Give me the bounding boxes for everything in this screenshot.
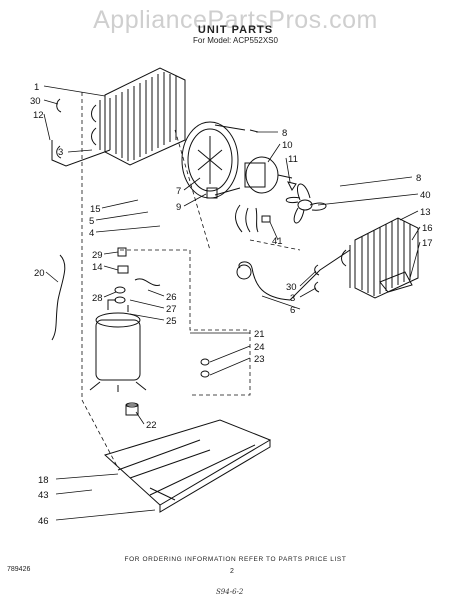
callout-11: 11 xyxy=(288,154,298,165)
callout-22: 22 xyxy=(146,420,157,431)
callout-labels: 1 30 12 3 15 5 4 20 29 14 28 26 27 25 21… xyxy=(30,82,433,527)
callout-26: 26 xyxy=(166,292,177,303)
watermark: AppliancePartsPros.com xyxy=(93,6,378,34)
callout-46: 46 xyxy=(38,516,49,527)
evaporator-coil xyxy=(91,67,186,166)
callout-27: 27 xyxy=(166,304,177,315)
callout-5: 5 xyxy=(89,216,94,227)
compressor xyxy=(89,299,147,392)
callout-25: 25 xyxy=(166,316,177,327)
callout-16: 16 xyxy=(422,223,433,234)
callout-3-right: 3 xyxy=(290,293,295,304)
callout-40: 40 xyxy=(420,190,431,201)
callout-29: 29 xyxy=(92,250,103,261)
document-number: 789426 xyxy=(7,566,31,573)
fan-blade xyxy=(285,183,327,224)
callout-7: 7 xyxy=(176,186,181,197)
callout-23: 23 xyxy=(254,354,265,365)
handwritten-mark: S94-6-2 xyxy=(216,588,244,596)
callout-3-left: 3 xyxy=(58,147,63,158)
callout-30-right: 30 xyxy=(286,282,297,293)
callout-28: 28 xyxy=(92,293,103,304)
callout-30-left: 30 xyxy=(30,96,41,107)
capillary-tube xyxy=(51,140,111,167)
callout-15: 15 xyxy=(90,204,101,215)
callout-21: 21 xyxy=(254,329,265,340)
model-subtitle: For Model: ACP552XS0 xyxy=(193,36,278,45)
base-pan xyxy=(104,419,272,513)
grommet xyxy=(125,402,139,416)
ordering-note: FOR ORDERING INFORMATION REFER TO PARTS … xyxy=(124,556,347,563)
callout-8-right: 8 xyxy=(416,173,421,184)
discharge-tube xyxy=(238,249,351,301)
terminal-parts xyxy=(114,247,210,378)
callout-4: 4 xyxy=(89,228,94,239)
condenser-coil xyxy=(341,217,419,299)
page-number: 2 xyxy=(230,568,234,575)
callout-12: 12 xyxy=(33,110,44,121)
callout-6: 6 xyxy=(290,305,295,316)
callout-13: 13 xyxy=(420,207,431,218)
callout-41: 41 xyxy=(272,236,283,247)
fan-motor xyxy=(235,156,293,233)
wiring-harness xyxy=(51,254,66,341)
leader-lines xyxy=(43,85,421,521)
blower-wheel xyxy=(181,121,246,199)
dashed-guide-lines xyxy=(81,92,301,469)
callout-1: 1 xyxy=(34,82,39,93)
callout-20: 20 xyxy=(34,268,45,279)
callout-9: 9 xyxy=(176,202,181,213)
callout-10: 10 xyxy=(282,140,293,151)
diagram-title: UNIT PARTS xyxy=(197,24,274,36)
callout-8-top: 8 xyxy=(282,128,287,139)
callout-18: 18 xyxy=(38,475,49,486)
callout-43: 43 xyxy=(38,490,49,501)
callout-14: 14 xyxy=(92,262,103,273)
callout-17: 17 xyxy=(422,238,433,249)
callout-24: 24 xyxy=(254,342,265,353)
